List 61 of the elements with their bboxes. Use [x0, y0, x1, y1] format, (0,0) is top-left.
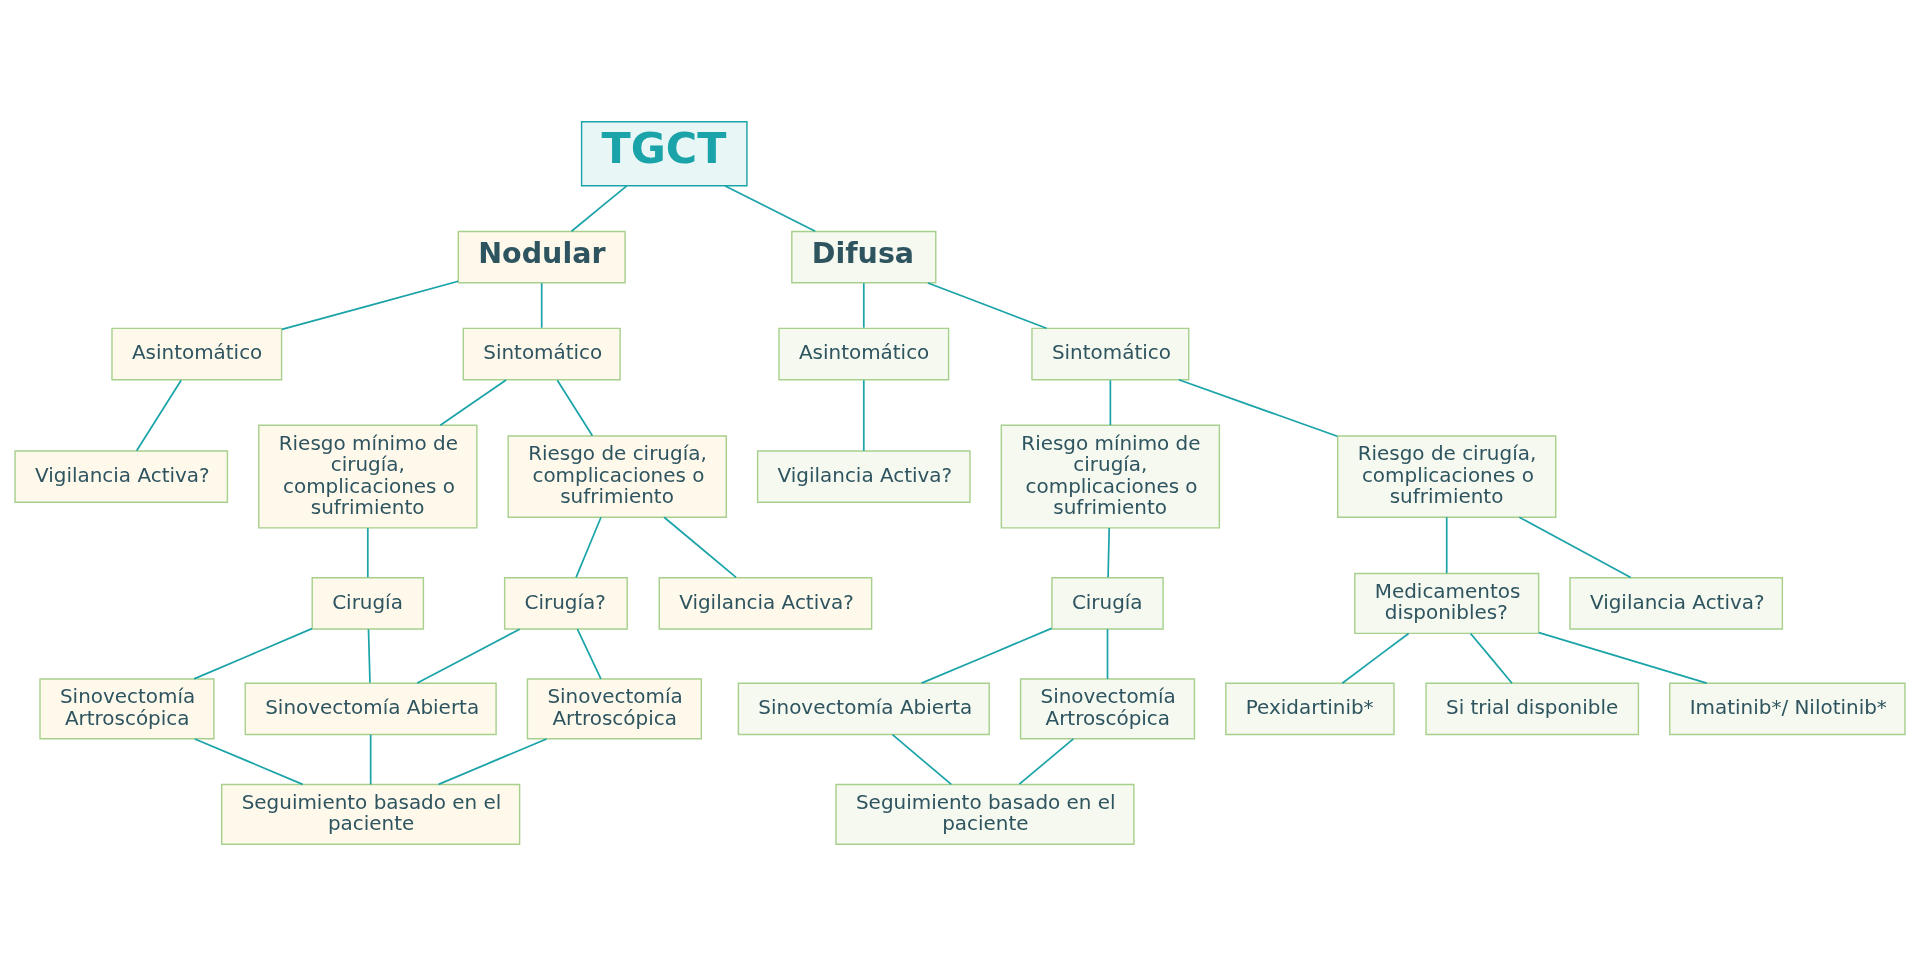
connector	[415, 628, 520, 684]
connector	[1445, 516, 1448, 575]
connector	[1469, 632, 1513, 685]
node-box: Difusa	[790, 230, 936, 284]
node-box: Vigilancia Activa?	[658, 577, 872, 630]
node-box: Vigilancia Activa?	[756, 450, 971, 503]
node-box: Pexidartinib*	[1224, 682, 1395, 736]
node-box: Cirugía	[311, 577, 424, 630]
node-box: Sinovectomía Abierta	[737, 682, 990, 736]
connector	[439, 379, 507, 427]
node-box: Asintomático	[110, 327, 282, 381]
node-box: Riesgo mínimo de cirugía, complicaciones o sufrimiento	[1000, 424, 1220, 529]
connector	[862, 379, 865, 452]
node-box: Sinovectomía Abierta	[244, 682, 497, 736]
node-box: Imatinib*/ Nilotinib*	[1668, 682, 1906, 736]
connector	[437, 738, 547, 786]
connector	[1109, 379, 1111, 427]
node-box: Sinovectomía Artroscópica	[1019, 678, 1195, 740]
connector	[1017, 738, 1074, 785]
connector	[367, 628, 371, 684]
node-box: Sintomático	[1030, 327, 1189, 381]
connector	[891, 733, 952, 786]
node-box: Nodular	[457, 230, 626, 284]
connector	[540, 282, 543, 329]
connector	[192, 627, 313, 680]
connector	[1106, 628, 1108, 680]
connector	[369, 733, 371, 786]
node-box: Asintomático	[777, 327, 949, 381]
node-box: Vigilancia Activa?	[1568, 577, 1783, 630]
node-box: Riesgo de cirugía, complicaciones o sufrimiento	[507, 435, 727, 518]
node-box: Si trial disponible	[1424, 682, 1639, 736]
node-box: Medicamentos disponibles?	[1353, 572, 1539, 635]
node-box: Seguimiento basado en el paciente	[834, 783, 1135, 845]
node-box: Riesgo mínimo de cirugía, complicaciones o sufrimiento	[257, 424, 478, 529]
connector	[1340, 632, 1409, 685]
connector	[1106, 527, 1110, 579]
connector	[135, 379, 182, 452]
node-box: Vigilancia Activa?	[13, 450, 228, 503]
connector	[926, 282, 1047, 330]
node-box: Riesgo de cirugía, complicaciones o sufrimiento	[1336, 435, 1556, 518]
connector	[366, 527, 369, 579]
node-box: Sinovectomía Artroscópica	[38, 678, 215, 740]
node-box: TGCT	[580, 121, 748, 187]
connector	[570, 185, 628, 233]
connector	[193, 738, 304, 786]
connector	[1537, 631, 1708, 685]
connector	[574, 516, 602, 579]
connector	[662, 516, 737, 579]
connector	[920, 627, 1052, 684]
connector	[723, 185, 816, 233]
node-box: Sintomático	[462, 327, 621, 381]
connector	[280, 280, 459, 331]
connector	[576, 628, 602, 680]
node-box: Cirugía	[1050, 577, 1164, 630]
connector	[862, 282, 865, 329]
connector	[556, 379, 593, 437]
connector	[1517, 516, 1632, 579]
node-box: Sinovectomía Artroscópica	[526, 678, 702, 740]
connector	[1177, 378, 1338, 438]
node-box: Cirugía?	[503, 577, 628, 630]
node-box: Seguimiento basado en el paciente	[220, 783, 520, 845]
